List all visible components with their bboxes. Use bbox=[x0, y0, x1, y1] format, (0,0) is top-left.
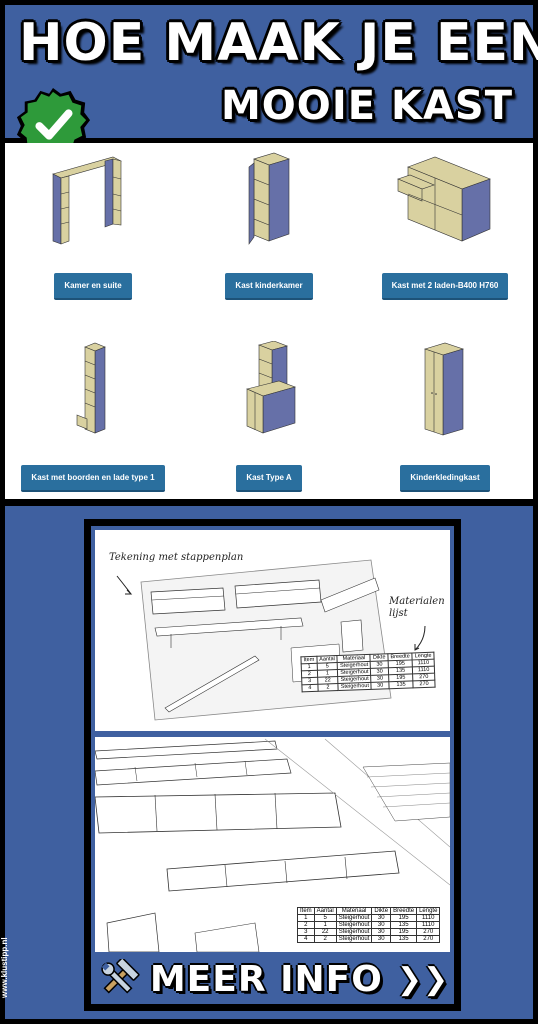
technical-drawing-sketch bbox=[116, 559, 426, 721]
product-kast-kinderkamer[interactable]: Kast kinderkamer bbox=[181, 149, 357, 300]
cabinet-kast-type-a-image bbox=[246, 341, 296, 434]
product-grid: Kamer en suite Kast kinderkamer Kast met… bbox=[5, 143, 533, 499]
product-button[interactable]: Kinderkledingkast bbox=[400, 465, 490, 492]
drawing-preview-panel: Tekening met stappenplan Materialen lijs… bbox=[95, 530, 450, 731]
product-kinderkledingkast[interactable]: Kinderkledingkast bbox=[357, 341, 533, 492]
cabinet-kast-met-boorden-image bbox=[76, 342, 106, 434]
cabinet-kinderkledingkast-image bbox=[424, 342, 464, 436]
tools-icon bbox=[101, 959, 140, 994]
meer-info-button[interactable]: MEER INFO ❯❯ bbox=[91, 954, 454, 1004]
cabinet-kamer-en-suite-image bbox=[52, 156, 122, 245]
product-kast-type-a[interactable]: Kast Type A bbox=[181, 341, 357, 492]
product-button[interactable]: Kast kinderkamer bbox=[225, 273, 313, 300]
product-kast-met-boorden[interactable]: Kast met boorden en lade type 1 bbox=[5, 341, 181, 492]
preview-card[interactable]: Tekening met stappenplan Materialen lijs… bbox=[84, 519, 461, 1011]
product-button[interactable]: Kast met 2 laden-B400 H760 bbox=[381, 273, 509, 300]
checkmark-icon bbox=[16, 87, 91, 160]
title-line-1: HOE MAAK JE EEN bbox=[19, 13, 538, 73]
cabinet-kast-kinderkamer-image bbox=[248, 152, 290, 245]
product-button[interactable]: Kast met boorden en lade type 1 bbox=[21, 465, 165, 492]
preview-card-inner: Tekening met stappenplan Materialen lijs… bbox=[91, 526, 454, 1004]
caption-materials: Materialen lijst bbox=[389, 596, 445, 619]
header-banner: HOE MAAK JE EEN MOOIE KAST bbox=[5, 5, 538, 138]
cabinet-kast-met-2-laden-image bbox=[397, 156, 491, 242]
preview-section: Tekening met stappenplan Materialen lijs… bbox=[5, 506, 533, 1019]
caption-drawing: Tekening met stappenplan bbox=[109, 552, 244, 563]
product-kamer-en-suite[interactable]: Kamer en suite bbox=[5, 149, 181, 300]
product-button[interactable]: Kamer en suite bbox=[54, 273, 132, 300]
chevrons-right-icon: ❯❯ bbox=[396, 961, 450, 997]
meer-info-label: MEER INFO bbox=[149, 958, 383, 1000]
blueprint-sketch bbox=[95, 738, 450, 952]
product-kast-met-2-laden[interactable]: Kast met 2 laden-B400 H760 bbox=[357, 149, 533, 300]
product-button[interactable]: Kast Type A bbox=[236, 465, 302, 492]
site-credit: www.klustipp.nl bbox=[0, 937, 9, 998]
title-line-2: MOOIE KAST bbox=[221, 83, 513, 129]
